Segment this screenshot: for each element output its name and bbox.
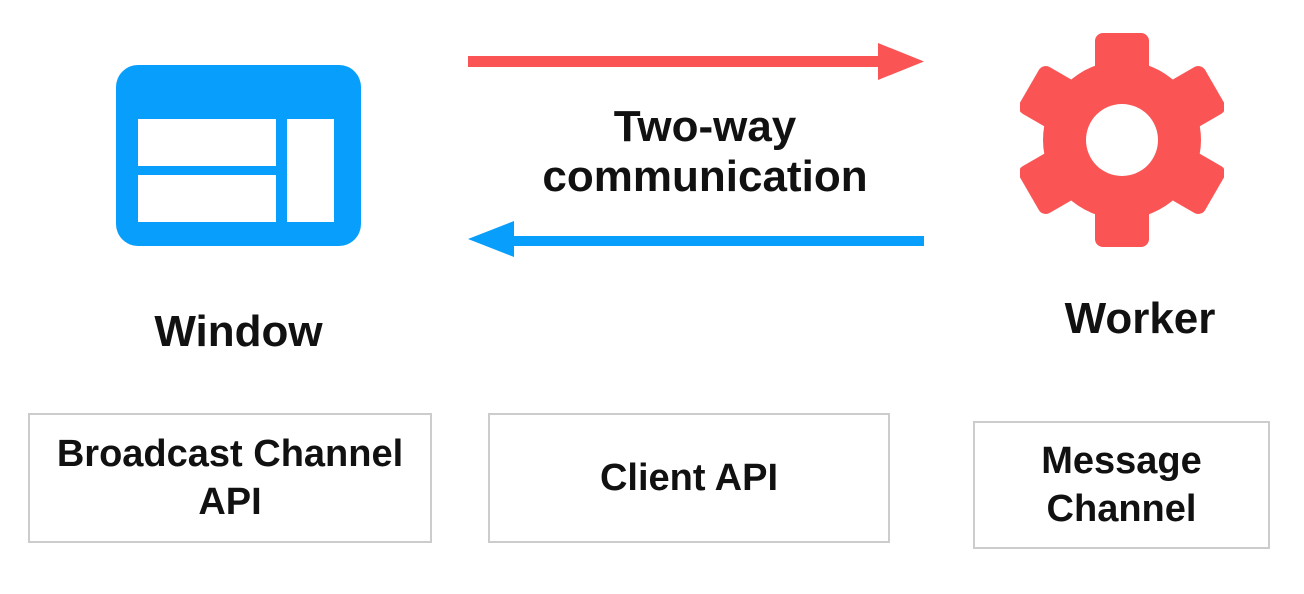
gear-icon: [1020, 33, 1224, 247]
message-channel-box: Message Channel: [973, 421, 1270, 549]
window-icon-pane-side: [287, 119, 334, 222]
gear-hole: [1086, 104, 1158, 176]
window-label: Window: [154, 307, 323, 356]
arrow-right-head: [878, 43, 924, 80]
window-icon-pane-top: [138, 119, 276, 166]
window-icon-pane-bottom: [138, 175, 276, 222]
message-channel-label: Message Channel: [1041, 440, 1202, 530]
broadcast-channel-api-box: Broadcast Channel API: [28, 413, 432, 543]
worker-label: Worker: [1064, 294, 1216, 343]
arrow-right-shaft: [468, 56, 882, 67]
arrow-left-shaft: [512, 236, 924, 246]
two-way-communication-label: Two-way communication: [542, 102, 868, 201]
arrow-right-icon: [468, 43, 924, 80]
client-api-label: Client API: [599, 457, 779, 499]
broadcast-channel-api-label: Broadcast Channel API: [56, 433, 404, 523]
client-api-box: Client API: [488, 413, 890, 543]
arrow-left-icon: [468, 221, 924, 257]
window-icon: [116, 65, 361, 246]
arrow-left-head: [468, 221, 514, 257]
